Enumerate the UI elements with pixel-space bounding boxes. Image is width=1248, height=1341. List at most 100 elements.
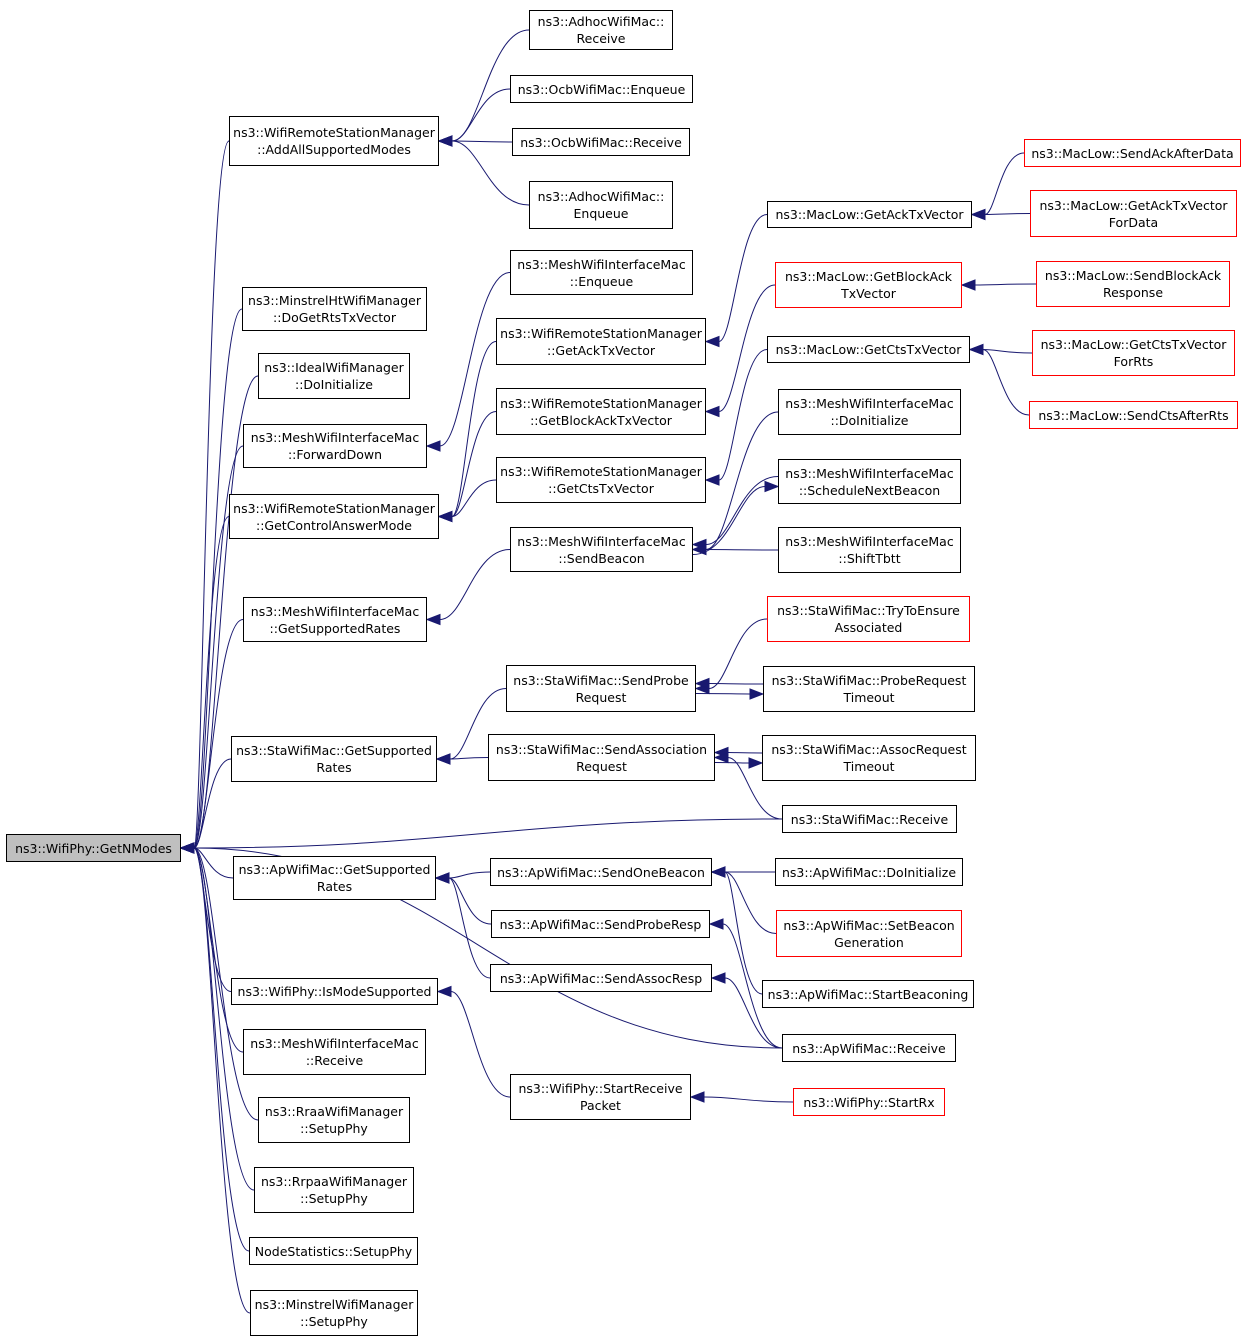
node-label-line: Request bbox=[576, 758, 627, 774]
node-label-line: ns3::ApWifiMac::DoInitialize bbox=[781, 864, 957, 880]
node-mesh-beacon[interactable]: ns3::MeshWifiInterfaceMac::SendBeacon bbox=[510, 527, 693, 572]
arrowhead bbox=[704, 405, 720, 418]
node-ap-assocresp[interactable]: ns3::ApWifiMac::SendAssocResp bbox=[490, 964, 712, 992]
node-minstrelht[interactable]: ns3::MinstrelHtWifiManager::DoGetRtsTxVe… bbox=[242, 287, 427, 331]
node-mesh-doinit[interactable]: ns3::MeshWifiInterfaceMac::DoInitialize bbox=[778, 389, 961, 435]
node-ocb-recv[interactable]: ns3::OcbWifiMac::Receive bbox=[512, 128, 690, 156]
edge-mesh-beacon-to-mesh-sched bbox=[692, 486, 766, 555]
edge-sta-gsr-to-root bbox=[193, 758, 232, 849]
node-ocb-enq[interactable]: ns3::OcbWifiMac::Enqueue bbox=[510, 75, 693, 103]
node-label-line: Enqueue bbox=[573, 206, 629, 221]
node-adhoc-enq[interactable]: ns3::AdhocWifiMac::Enqueue bbox=[529, 181, 673, 229]
node-nodestats[interactable]: NodeStatistics::SetupPhy bbox=[249, 1237, 418, 1265]
node-maclow-ack[interactable]: ns3::MacLow::GetAckTxVector bbox=[767, 201, 972, 228]
node-wrsm-back[interactable]: ns3::WifiRemoteStationManager::GetBlockA… bbox=[496, 388, 706, 435]
node-label-line: ::DoInitialize bbox=[830, 413, 909, 428]
node-label-line: ::DoGetRtsTxVector bbox=[273, 310, 396, 325]
arrowhead bbox=[691, 543, 707, 556]
edge-minstrel-to-root bbox=[193, 847, 251, 1314]
node-getctrl[interactable]: ns3::WifiRemoteStationManager::GetContro… bbox=[229, 494, 439, 539]
node-sta-recv[interactable]: ns3::StaWifiMac::Receive bbox=[782, 805, 957, 833]
edge-ap-gsr-to-root bbox=[193, 847, 234, 879]
node-mesh-enq[interactable]: ns3::MeshWifiInterfaceMac::Enqueue bbox=[510, 250, 693, 295]
node-label-line: ns3::ApWifiMac::SendAssocResp bbox=[499, 970, 703, 986]
node-label-line: ns3::MeshWifiInterfaceMac bbox=[250, 1036, 419, 1051]
node-label-line: ::GetSupportedRates bbox=[269, 620, 401, 636]
node-mesh-fwd[interactable]: ns3::MeshWifiInterfaceMac::ForwardDown bbox=[243, 424, 427, 468]
arrowhead bbox=[708, 918, 724, 930]
arrowhead bbox=[694, 677, 710, 690]
node-label-line: Response bbox=[1102, 285, 1164, 300]
node-label-line: ns3::MeshWifiInterfaceMac bbox=[250, 430, 420, 445]
node-label-line: ns3::RraaWifiManager bbox=[264, 1104, 404, 1119]
node-label-line: ns3::MacLow::GetCtsTxVector bbox=[775, 342, 962, 357]
edge-maclow-ackfordata-to-maclow-ack bbox=[984, 213, 1031, 215]
node-mesh-gsr[interactable]: ns3::MeshWifiInterfaceMac::GetSupportedR… bbox=[243, 597, 427, 642]
node-label-line: Timeout bbox=[843, 690, 895, 705]
node-ismode[interactable]: ns3::WifiPhy::IsModeSupported bbox=[231, 978, 438, 1005]
node-adhoc-recv[interactable]: ns3::AdhocWifiMac::Receive bbox=[529, 10, 673, 50]
node-label-line: ns3::MacLow::GetBlockAck bbox=[784, 269, 952, 284]
edge-ap-startbeacon-to-ap-onebeacon bbox=[724, 871, 763, 995]
node-label-line: ns3::ApWifiMac::SendOneBeacon bbox=[497, 864, 705, 880]
edge-ap-assocresp-to-ap-gsr bbox=[448, 877, 491, 979]
node-ideal[interactable]: ns3::IdealWifiManager::DoInitialize bbox=[258, 353, 410, 399]
node-label-line: ns3::WifiPhy::StartRx bbox=[803, 1094, 935, 1110]
arrowhead bbox=[710, 866, 726, 878]
node-wrsm-ack[interactable]: ns3::WifiRemoteStationManager::GetAckTxV… bbox=[496, 318, 706, 365]
node-label-line: TxVector bbox=[841, 286, 896, 301]
node-phy-startrx[interactable]: ns3::WifiPhy::StartRx bbox=[793, 1088, 945, 1116]
node-ap-onebeacon[interactable]: ns3::ApWifiMac::SendOneBeacon bbox=[490, 858, 712, 886]
node-wrsm-cts[interactable]: ns3::WifiRemoteStationManager::GetCtsTxV… bbox=[496, 457, 706, 503]
node-minstrel[interactable]: ns3::MinstrelWifiManager::SetupPhy bbox=[250, 1290, 418, 1336]
node-label-line: Rates bbox=[316, 879, 353, 894]
node-ap-doinit[interactable]: ns3::ApWifiMac::DoInitialize bbox=[775, 858, 963, 886]
node-mesh-shift[interactable]: ns3::MeshWifiInterfaceMac::ShiftTbtt bbox=[778, 527, 961, 573]
node-label-line: ns3::WifiRemoteStationManager bbox=[233, 125, 435, 140]
arrowhead bbox=[425, 440, 441, 452]
node-label-line: ::GetBlockAckTxVector bbox=[530, 412, 672, 428]
node-label-line: ns3::AdhocWifiMac:: bbox=[537, 14, 665, 29]
arrowhead bbox=[704, 335, 720, 348]
node-label-line: ns3::MacLow::SendAckAfterData bbox=[1031, 145, 1234, 161]
node-ap-proberesp[interactable]: ns3::ApWifiMac::SendProbeResp bbox=[491, 910, 710, 938]
node-label-line: ::ScheduleNextBeacon bbox=[798, 482, 941, 498]
node-maclow-cts[interactable]: ns3::MacLow::GetCtsTxVector bbox=[767, 336, 970, 363]
node-addall[interactable]: ns3::WifiRemoteStationManager::AddAllSup… bbox=[229, 116, 439, 166]
node-label-line: ns3::MinstrelHtWifiManager bbox=[248, 293, 421, 308]
node-mesh-recv[interactable]: ns3::MeshWifiInterfaceMac::Receive bbox=[243, 1029, 426, 1075]
node-maclow-sendctsrts[interactable]: ns3::MacLow::SendCtsAfterRts bbox=[1029, 401, 1238, 429]
node-ap-recv[interactable]: ns3::ApWifiMac::Receive bbox=[782, 1034, 956, 1062]
node-label-line: ns3::MacLow::GetAckTxVector bbox=[775, 207, 964, 222]
node-label-line: ns3::StaWifiMac::ProbeRequest bbox=[771, 673, 967, 688]
node-ap-startbeacon[interactable]: ns3::ApWifiMac::StartBeaconing bbox=[762, 980, 974, 1008]
node-label-line: ns3::OcbWifiMac::Enqueue bbox=[517, 81, 686, 97]
edge-maclow-sendctsrts-to-maclow-cts bbox=[982, 349, 1030, 416]
node-maclow-sendackdata[interactable]: ns3::MacLow::SendAckAfterData bbox=[1024, 139, 1241, 167]
node-mesh-sched[interactable]: ns3::MeshWifiInterfaceMac::ScheduleNextB… bbox=[778, 459, 961, 504]
node-label-line: ForRts bbox=[1113, 354, 1154, 369]
edge-ap-recv-to-ap-proberesp bbox=[722, 923, 783, 1049]
arrowhead bbox=[970, 208, 986, 221]
edge-nodestats-to-root bbox=[193, 847, 250, 1252]
edge-getctrl-to-root bbox=[193, 516, 230, 849]
edge-ocb-recv-to-addall bbox=[451, 140, 513, 143]
node-rraa[interactable]: ns3::RraaWifiManager::SetupPhy bbox=[258, 1097, 410, 1143]
node-label-line: ns3::IdealWifiManager bbox=[264, 360, 404, 375]
node-rrpaa[interactable]: ns3::RrpaaWifiManager::SetupPhy bbox=[254, 1167, 414, 1213]
arrowhead bbox=[748, 757, 764, 769]
node-label-line: ::Receive bbox=[305, 1053, 364, 1068]
